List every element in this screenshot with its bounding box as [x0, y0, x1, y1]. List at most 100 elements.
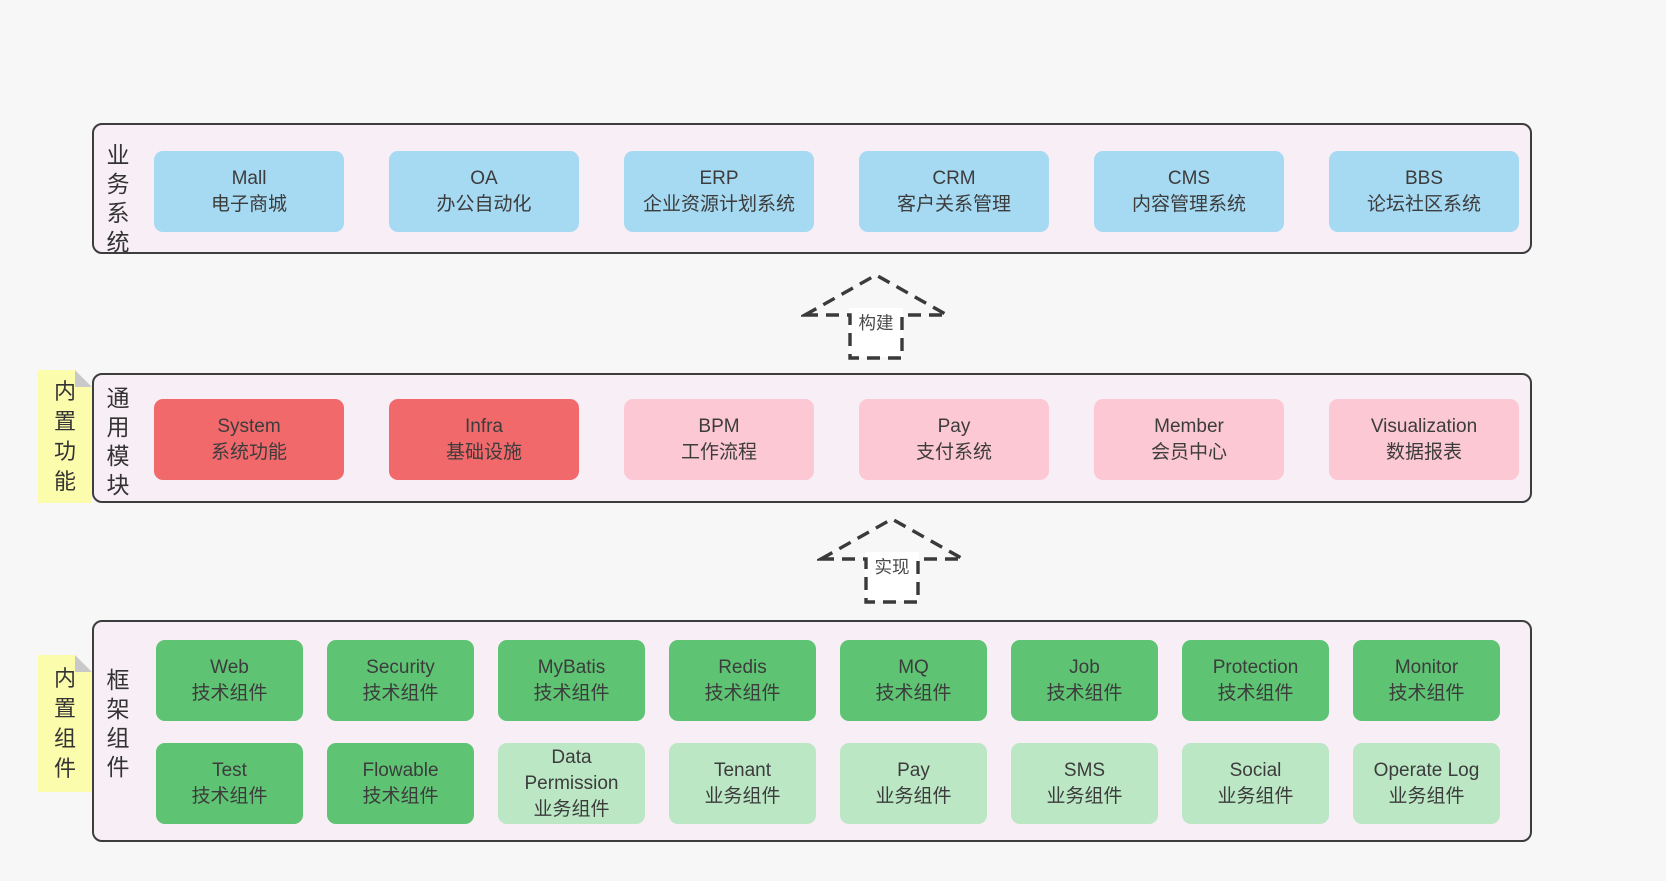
- box-subtitle: 技术组件: [875, 682, 952, 704]
- box-sms: SMS 业务组件: [1011, 743, 1158, 824]
- box-title: Pay: [937, 415, 971, 437]
- box-subtitle: 技术组件: [362, 785, 439, 807]
- sticky-note-label: 内置功能: [53, 378, 76, 494]
- box-bbs: BBS 论坛社区系统: [1329, 151, 1519, 232]
- box-pay-biz: Pay 业务组件: [840, 743, 987, 824]
- box-tenant: Tenant 业务组件: [669, 743, 816, 824]
- box-title: MQ: [898, 656, 929, 678]
- box-subtitle: 办公自动化: [436, 193, 532, 215]
- box-subtitle: 技术组件: [1046, 682, 1123, 704]
- box-subtitle: 技术组件: [533, 682, 610, 704]
- common-modules-row: System 系统功能 Infra 基础设施 BPM 工作流程 Pay 支付系统…: [154, 399, 1519, 480]
- box-title: SMS: [1063, 759, 1106, 781]
- box-title: Tenant: [713, 759, 772, 781]
- folded-corner-icon: [75, 370, 92, 387]
- box-subtitle: 技术组件: [1217, 682, 1294, 704]
- box-title: Protection: [1212, 656, 1299, 678]
- box-subtitle: 支付系统: [915, 441, 992, 463]
- box-title: Operate Log: [1373, 759, 1480, 781]
- sticky-note-label: 内置组件: [53, 665, 76, 781]
- box-visualization: Visualization 数据报表: [1329, 399, 1519, 480]
- box-crm: CRM 客户关系管理: [859, 151, 1049, 232]
- box-mybatis: MyBatis 技术组件: [498, 640, 645, 721]
- box-operate-log: Operate Log 业务组件: [1353, 743, 1500, 824]
- box-title: Infra: [464, 415, 504, 437]
- box-job: Job 技术组件: [1011, 640, 1158, 721]
- business-systems-band: 业务系统 Mall 电子商城 OA 办公自动化 ERP 企业资源计划系统 CRM…: [92, 123, 1532, 255]
- box-title: Security: [366, 656, 435, 678]
- box-title: CMS: [1167, 167, 1211, 189]
- box-subtitle: 工作流程: [680, 441, 757, 463]
- box-title: Monitor: [1394, 656, 1459, 678]
- box-subtitle: 业务组件: [875, 785, 952, 807]
- box-subtitle: 企业资源计划系统: [642, 193, 795, 215]
- box-subtitle: 技术组件: [362, 682, 439, 704]
- box-title: Redis: [718, 656, 767, 678]
- box-subtitle: 会员中心: [1150, 441, 1227, 463]
- box-social: Social 业务组件: [1182, 743, 1329, 824]
- box-subtitle: 客户关系管理: [896, 193, 1011, 215]
- box-title: CRM: [932, 167, 976, 189]
- box-test: Test 技术组件: [156, 743, 303, 824]
- box-member: Member 会员中心: [1094, 399, 1284, 480]
- build-arrow-label: 构建: [859, 313, 894, 333]
- box-system: System 系统功能: [154, 399, 344, 480]
- box-subtitle: 内容管理系统: [1131, 193, 1246, 215]
- box-erp: ERP 企业资源计划系统: [624, 151, 814, 232]
- box-title: BPM: [698, 415, 740, 437]
- box-title: Flowable: [362, 759, 439, 781]
- box-title: OA: [470, 167, 498, 189]
- box-monitor: Monitor 技术组件: [1353, 640, 1500, 721]
- sticky-note-builtin-components: 内置组件: [38, 655, 92, 792]
- business-systems-row: Mall 电子商城 OA 办公自动化 ERP 企业资源计划系统 CRM 客户关系…: [154, 151, 1519, 232]
- box-title: Member: [1154, 415, 1224, 437]
- box-bpm: BPM 工作流程: [624, 399, 814, 480]
- box-subtitle: 论坛社区系统: [1366, 193, 1481, 215]
- box-mall: Mall 电子商城: [154, 151, 344, 232]
- box-title: MyBatis: [537, 656, 606, 678]
- box-data-permission: Data Permission 业务组件: [498, 743, 645, 824]
- box-subtitle: 系统功能: [210, 441, 287, 463]
- band-label-modules: 通用模块: [106, 385, 130, 498]
- box-pay: Pay 支付系统: [859, 399, 1049, 480]
- box-subtitle: 技术组件: [191, 785, 268, 807]
- framework-components-band: 框架组件 Web 技术组件 Security 技术组件 MyBatis 技术组件…: [92, 620, 1532, 842]
- framework-components-row-1: Web 技术组件 Security 技术组件 MyBatis 技术组件 Redi…: [156, 640, 1500, 721]
- box-subtitle: 业务组件: [1388, 785, 1465, 807]
- box-title: Visualization: [1370, 415, 1478, 437]
- sticky-note-builtin-features: 内置功能: [38, 370, 92, 503]
- implement-arrow-label: 实现: [875, 557, 910, 577]
- box-subtitle: 电子商城: [210, 193, 287, 215]
- box-mq: MQ 技术组件: [840, 640, 987, 721]
- box-redis: Redis 技术组件: [669, 640, 816, 721]
- box-title: ERP: [699, 167, 739, 189]
- box-subtitle: 业务组件: [704, 785, 781, 807]
- box-flowable: Flowable 技术组件: [327, 743, 474, 824]
- box-title: Web: [210, 656, 249, 678]
- box-title: Mall: [231, 167, 267, 189]
- box-subtitle: 技术组件: [1388, 682, 1465, 704]
- box-security: Security 技术组件: [327, 640, 474, 721]
- box-title: Job: [1069, 656, 1100, 678]
- common-modules-band: 通用模块 System 系统功能 Infra 基础设施 BPM 工作流程 Pay…: [92, 373, 1532, 503]
- box-subtitle: 业务组件: [533, 798, 610, 820]
- box-title: Social: [1229, 759, 1282, 781]
- box-infra: Infra 基础设施: [389, 399, 579, 480]
- box-subtitle: 技术组件: [191, 682, 268, 704]
- box-title: BBS: [1404, 167, 1444, 189]
- box-cms: CMS 内容管理系统: [1094, 151, 1284, 232]
- box-protection: Protection 技术组件: [1182, 640, 1329, 721]
- build-arrow: 构建: [801, 270, 951, 362]
- box-subtitle: 业务组件: [1217, 785, 1294, 807]
- box-oa: OA 办公自动化: [389, 151, 579, 232]
- box-title: Data Permission: [524, 746, 619, 794]
- implement-arrow: 实现: [817, 514, 967, 606]
- box-title: Test: [212, 759, 247, 781]
- band-label-components: 框架组件: [106, 667, 130, 780]
- box-subtitle: 基础设施: [445, 441, 522, 463]
- framework-components-row-2: Test 技术组件 Flowable 技术组件 Data Permission …: [156, 743, 1500, 824]
- folded-corner-icon: [75, 655, 92, 672]
- box-subtitle: 数据报表: [1385, 441, 1462, 463]
- box-title: System: [217, 415, 281, 437]
